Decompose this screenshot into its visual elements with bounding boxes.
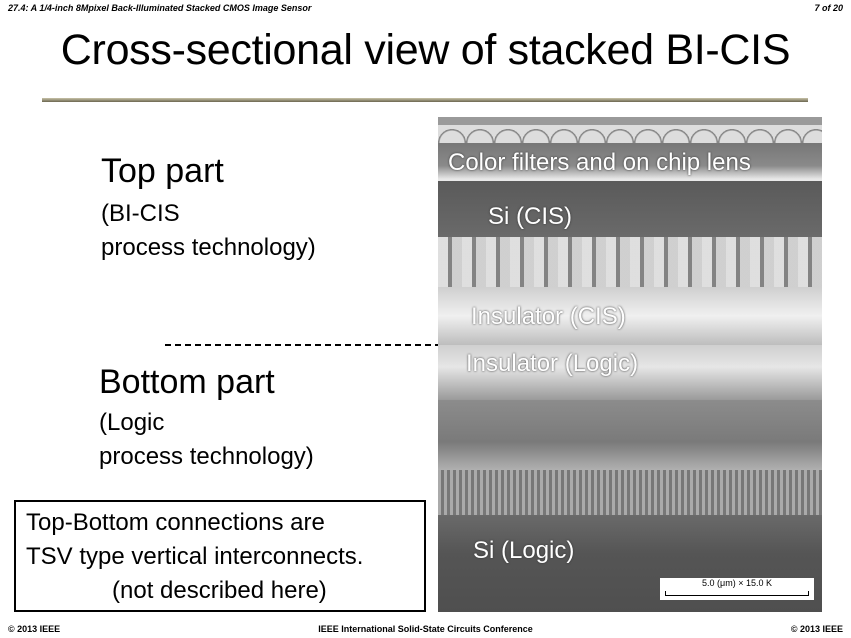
footer-copyright-left: © 2013 IEEE <box>8 624 61 634</box>
scale-bar-text: 5.0 (μm) × 15.0 K <box>702 578 772 588</box>
top-part-heading: Top part <box>101 152 224 190</box>
cis-wiring-layer <box>438 237 822 287</box>
on-chip-lens-layer <box>438 125 822 143</box>
scale-bar: 5.0 (μm) × 15.0 K <box>660 578 814 600</box>
insulator-cis-layer <box>438 287 822 345</box>
sem-cross-section-image: Color filters and on chip lens Si (CIS) … <box>438 117 822 612</box>
bottom-part-line2: process technology) <box>99 443 314 470</box>
insulator-logic-layer <box>438 345 822 400</box>
si-cis-layer <box>438 181 822 237</box>
footer-copyright-right: © 2013 IEEE <box>790 624 843 634</box>
color-filter-layer <box>438 143 822 181</box>
label-insulator-logic: Insulator (Logic) <box>466 350 639 377</box>
footer-conference: IEEE International Solid-State Circuits … <box>318 624 533 634</box>
logic-wiring-layer <box>438 400 822 470</box>
top-part-line2: process technology) <box>101 234 316 261</box>
top-part-line1: (BI-CIS <box>101 200 180 227</box>
scale-bar-line <box>665 591 809 596</box>
note-line2: TSV type vertical interconnects. <box>26 543 364 570</box>
title-divider <box>42 98 808 102</box>
tsv-note-box: Top-Bottom connections are TSV type vert… <box>14 500 426 612</box>
transistor-layer <box>438 470 822 515</box>
page-number: 7 of 20 <box>814 3 843 13</box>
label-insulator-cis: Insulator (CIS) <box>471 303 626 330</box>
bottom-part-line1: (Logic <box>99 409 165 436</box>
bottom-part-heading: Bottom part <box>99 363 275 401</box>
note-line3: (not described here) <box>112 577 327 604</box>
note-line1: Top-Bottom connections are <box>26 509 325 536</box>
label-color-filters: Color filters and on chip lens <box>448 149 751 176</box>
label-si-cis: Si (CIS) <box>488 203 572 230</box>
label-si-logic: Si (Logic) <box>473 537 575 564</box>
header-title: 27.4: A 1/4-inch 8Mpixel Back-Illuminate… <box>8 3 312 13</box>
slide-title: Cross-sectional view of stacked BI-CIS <box>60 26 791 74</box>
